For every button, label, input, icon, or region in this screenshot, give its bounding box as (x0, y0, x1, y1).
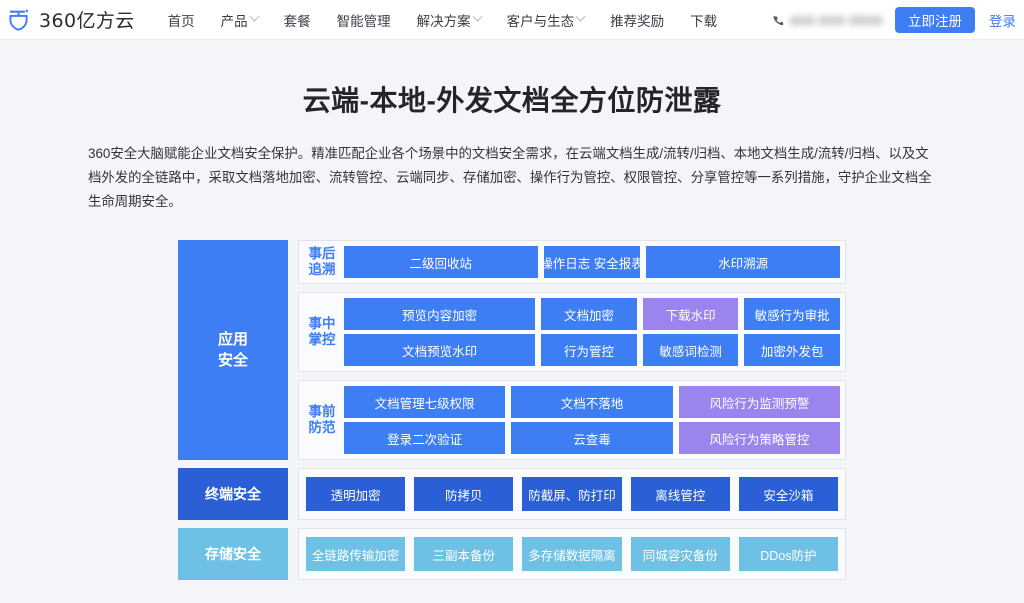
phone-number: 400-000-0000 (790, 12, 883, 28)
pillar-label-line1: 应用 (217, 331, 248, 348)
feature-cell[interactable]: 透明加密 (306, 477, 406, 511)
group-row: 文档预览水印 行为管控 敏感词检测 加密外发包 (344, 334, 840, 366)
register-button[interactable]: 立即注册 (895, 7, 975, 33)
nav-item-label: 首页 (167, 13, 195, 29)
nav-item-label: 产品 (220, 13, 248, 29)
feature-cell[interactable]: 离线管控 (630, 477, 730, 511)
chevron-down-icon (249, 11, 260, 22)
feature-cell[interactable]: 文档不落地 (511, 386, 673, 418)
feature-cell[interactable]: 预览内容加密 (344, 298, 536, 330)
security-architecture-diagram: 应用 安全 事后 追溯 二级回收站 (178, 240, 846, 580)
feature-cell[interactable]: 文档加密 (541, 298, 637, 330)
brand-name: 360亿方云 (39, 10, 135, 32)
page-title: 云端-本地-外发文档全方位防泄露 (302, 85, 722, 116)
nav-item-label: 套餐 (283, 13, 311, 29)
feature-cell[interactable]: 下载水印 (642, 298, 739, 330)
feature-cell[interactable]: DDos防护 (738, 537, 839, 571)
nav-item-products[interactable]: 产品 (208, 0, 271, 40)
feature-cell[interactable]: 风险行为策略管控 (678, 422, 840, 454)
group-row: 全链路传输加密 三副本备份 多存储数据隔离 同城容灾备份 DDos防护 (306, 537, 839, 571)
feature-cell[interactable]: 行为管控 (541, 334, 637, 366)
group-label-line1: 事前 (308, 404, 336, 419)
group-row: 登录二次验证 云查毒 风险行为策略管控 (344, 422, 840, 454)
group-label: 事后 追溯 (304, 246, 340, 278)
nav-item-packages[interactable]: 套餐 (271, 0, 324, 40)
feature-cell[interactable]: 文档管理七级权限 (344, 386, 506, 418)
group-label-line2: 追溯 (308, 262, 336, 277)
feature-cell[interactable]: 同城容灾备份 (630, 537, 730, 571)
nav-item-label: 智能管理 (336, 13, 391, 29)
group-in-process-control: 事中 掌控 预览内容加密 文档加密 下载水印 敏感行为审批 文档预览水印 (298, 292, 846, 372)
pillar-storage-security: 存储安全 (178, 528, 288, 580)
pillar-terminal-security: 终端安全 (178, 468, 288, 520)
page-content: 云端-本地-外发文档全方位防泄露 360安全大脑赋能企业文档安全保护。精准匹配企… (0, 79, 1024, 603)
nav-item-home[interactable]: 首页 (155, 0, 208, 40)
feature-cell[interactable]: 安全沙箱 (738, 477, 839, 511)
nav-item-label: 推荐奖励 (610, 13, 665, 29)
shield-logo-icon (6, 7, 32, 33)
feature-cell[interactable]: 风险行为监测预警 (678, 386, 840, 418)
nav-item-smart-management[interactable]: 智能管理 (324, 0, 404, 40)
nav-links: 首页 产品 套餐 智能管理 解决方案 客户与生态 推荐奖励 下载 (155, 0, 731, 40)
top-navbar: 360亿方云 首页 产品 套餐 智能管理 解决方案 客户与生态 推荐奖励 下载 (0, 0, 1024, 40)
group-post-incident-tracing: 事后 追溯 二级回收站 操作日志 安全报表 水印溯源 (298, 240, 846, 284)
group-label-line1: 事后 (308, 246, 336, 261)
login-link[interactable]: 登录 (989, 14, 1016, 29)
group-label-line2: 防范 (308, 420, 336, 435)
band-storage-security: 存储安全 全链路传输加密 三副本备份 多存储数据隔离 同城容灾备份 DDos防护 (178, 528, 846, 580)
feature-cell[interactable]: 操作日志 安全报表 (543, 246, 641, 278)
feature-cell[interactable]: 二级回收站 (344, 246, 538, 278)
brand-logo-link[interactable]: 360亿方云 (6, 6, 135, 33)
nav-item-label: 下载 (690, 13, 718, 29)
phone-icon (772, 14, 785, 27)
group-row: 预览内容加密 文档加密 下载水印 敏感行为审批 (344, 298, 840, 330)
nav-item-customers-ecosystem[interactable]: 客户与生态 (494, 0, 598, 40)
feature-cell[interactable]: 三副本备份 (414, 537, 514, 571)
group-pre-incident-prevention: 事前 防范 文档管理七级权限 文档不落地 风险行为监测预警 登录二次验证 云查毒 (298, 380, 846, 460)
terminal-security-items: 透明加密 防拷贝 防截屏、防打印 离线管控 安全沙箱 (298, 468, 846, 520)
chevron-down-icon (472, 11, 483, 22)
page-description: 360安全大脑赋能企业文档安全保护。精准匹配企业各个场景中的文档安全需求，在云端… (88, 146, 932, 209)
storage-security-items: 全链路传输加密 三副本备份 多存储数据隔离 同城容灾备份 DDos防护 (298, 528, 846, 580)
nav-item-solutions[interactable]: 解决方案 (404, 0, 494, 40)
feature-cell[interactable]: 敏感词检测 (642, 334, 739, 366)
group-label-line2: 掌控 (308, 332, 336, 347)
nav-item-download[interactable]: 下载 (677, 0, 730, 40)
feature-cell[interactable]: 敏感行为审批 (744, 298, 840, 330)
feature-cell[interactable]: 登录二次验证 (344, 422, 506, 454)
nav-item-referral-rewards[interactable]: 推荐奖励 (597, 0, 677, 40)
feature-cell[interactable]: 防拷贝 (414, 477, 514, 511)
group-label: 事前 防范 (304, 386, 340, 454)
nav-right-actions: 400-000-0000 立即注册 登录 (772, 0, 1024, 40)
group-row: 文档管理七级权限 文档不落地 风险行为监测预警 (344, 386, 840, 418)
feature-cell[interactable]: 多存储数据隔离 (522, 537, 622, 571)
feature-cell[interactable]: 水印溯源 (646, 246, 840, 278)
group-row: 透明加密 防拷贝 防截屏、防打印 离线管控 安全沙箱 (306, 477, 839, 511)
group-label: 事中 掌控 (304, 298, 340, 366)
contact-phone[interactable]: 400-000-0000 (772, 13, 883, 28)
feature-cell[interactable]: 文档预览水印 (344, 334, 536, 366)
feature-cell[interactable]: 防截屏、防打印 (522, 477, 622, 511)
band-application-security: 应用 安全 事后 追溯 二级回收站 (178, 240, 846, 460)
feature-cell[interactable]: 全链路传输加密 (306, 537, 406, 571)
pillar-label-line2: 安全 (217, 352, 248, 369)
nav-item-label: 客户与生态 (506, 13, 575, 29)
band-terminal-security: 终端安全 透明加密 防拷贝 防截屏、防打印 离线管控 安全沙箱 (178, 468, 846, 520)
nav-item-label: 解决方案 (416, 13, 471, 29)
feature-cell[interactable]: 云查毒 (511, 422, 673, 454)
feature-cell[interactable]: 加密外发包 (744, 334, 840, 366)
pillar-application-security: 应用 安全 (178, 240, 288, 460)
chevron-down-icon (575, 11, 586, 22)
group-label-line1: 事中 (308, 316, 336, 331)
group-row: 二级回收站 操作日志 安全报表 水印溯源 (344, 246, 840, 278)
